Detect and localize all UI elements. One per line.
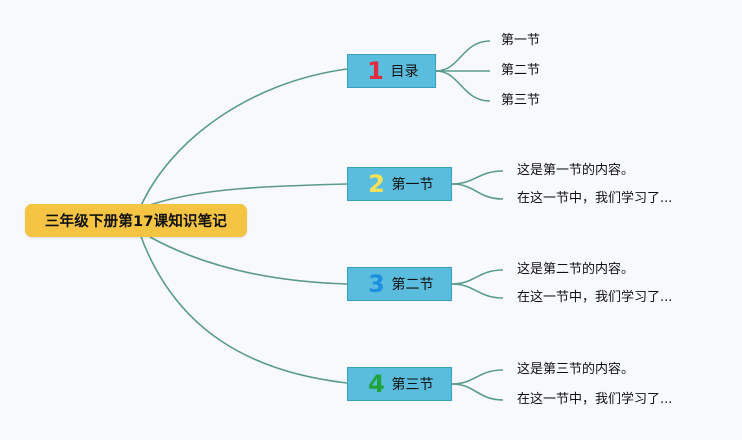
connector-b3-leaf-1 [451, 269, 504, 285]
leaf-node[interactable]: 第二节 [501, 63, 541, 78]
root-node[interactable]: 三年级下册第17课知识笔记 [25, 204, 247, 237]
branch-node-toc[interactable]: 1 目录 [347, 54, 436, 88]
connector-b3-leaf-2 [451, 283, 504, 299]
connector-b4-leaf-1 [451, 369, 504, 385]
leaf-node[interactable]: 这是第一节的内容。 [517, 163, 635, 178]
connector-b2-leaf-2 [451, 183, 504, 200]
connector-b2-leaf-1 [451, 170, 504, 185]
leaf-node[interactable]: 这是第二节的内容。 [517, 262, 635, 277]
leaf-node[interactable]: 在这一节中，我们学习了... [517, 392, 673, 407]
connector-root-branch-4 [139, 233, 348, 384]
branch-label: 第一节 [391, 177, 434, 193]
leaf-node[interactable]: 第三节 [501, 93, 541, 108]
branch-number-badge: 1 [367, 57, 384, 85]
branch-node-section-1[interactable]: 2 第一节 [347, 167, 452, 201]
branch-label: 目录 [390, 64, 419, 80]
connector-b1-leaf-3 [435, 70, 491, 102]
branch-label: 第三节 [391, 377, 434, 393]
root-title: 三年级下册第17课知识笔记 [44, 214, 228, 230]
branch-node-section-2[interactable]: 3 第二节 [347, 267, 452, 301]
connector-b1-leaf-1 [435, 40, 491, 72]
leaf-node[interactable]: 第一节 [501, 33, 541, 48]
branch-number-badge: 3 [368, 270, 385, 298]
branch-node-section-3[interactable]: 4 第三节 [347, 367, 452, 401]
leaf-node[interactable]: 这是第三节的内容。 [517, 362, 635, 377]
connector-root-branch-3 [149, 236, 348, 285]
branch-label: 第二节 [391, 277, 434, 293]
branch-number-badge: 4 [368, 370, 385, 398]
leaf-node[interactable]: 在这一节中，我们学习了... [517, 191, 673, 206]
connector-root-branch-1 [139, 68, 348, 209]
connector-b4-leaf-2 [451, 383, 504, 401]
branch-number-badge: 2 [368, 170, 385, 198]
leaf-node[interactable]: 在这一节中，我们学习了... [517, 290, 673, 305]
connector-root-branch-2 [149, 183, 348, 206]
